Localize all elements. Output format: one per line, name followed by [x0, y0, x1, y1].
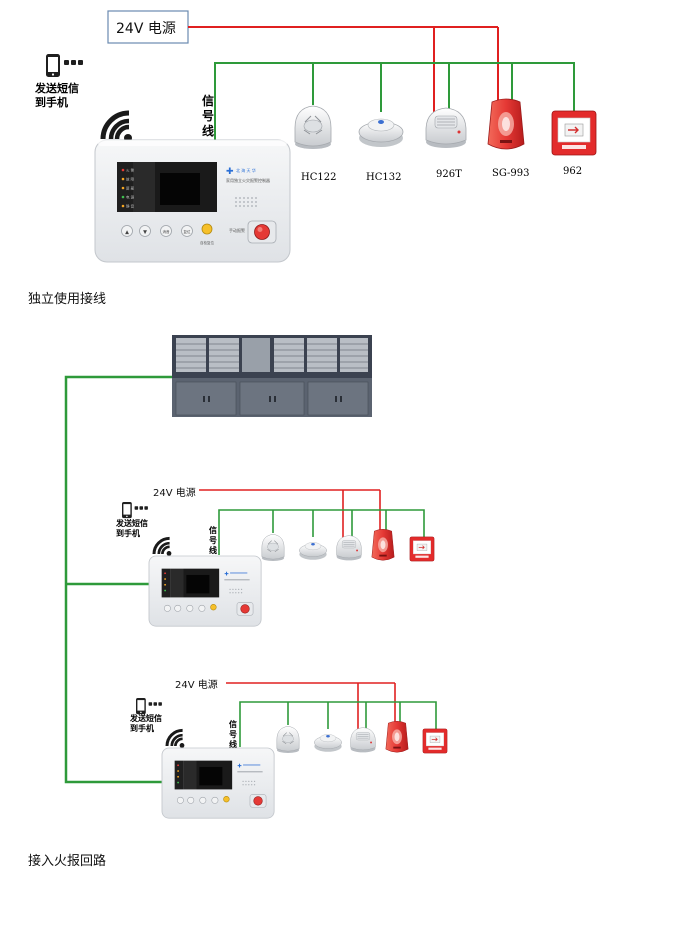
siren-sg993-icon [487, 98, 525, 150]
unit1-control-panel: ✚ [148, 555, 262, 627]
fire-alarm-cabinet [172, 335, 372, 417]
unit2-siren-icon [385, 720, 409, 753]
signal-wiring [214, 62, 575, 140]
unit2-signal-label-3: 线 [229, 739, 237, 749]
unit2-control-panel: ✚ [161, 747, 275, 819]
wifi-icon [103, 113, 132, 142]
unit2-signal-label-2: 号 [229, 730, 237, 739]
svg-text:✚: ✚ [224, 572, 229, 578]
svg-text:▲: ▲ [125, 230, 129, 236]
power-wiring [188, 26, 499, 115]
standalone-wiring-caption: 独立使用接线 [28, 292, 107, 307]
svg-text:电 源: 电 源 [126, 195, 135, 200]
bottom-section: 24V 电源 信 号 线 发送短信 到手机 [64, 335, 448, 819]
down-key[interactable] [139, 225, 151, 237]
power-label: 24V 电源 [116, 21, 176, 37]
unit2-signal-label-1: 信 [229, 719, 237, 729]
signal-label-1: 信 [202, 93, 214, 108]
unit2-detector-hc132-icon [314, 734, 342, 753]
device-label-926t: 926T [436, 169, 462, 180]
unit1-detector-926t-icon [336, 535, 362, 561]
svg-text:火 警: 火 警 [126, 168, 135, 173]
unit2-phone-icon [136, 698, 162, 715]
unit1-signal-label-2: 号 [209, 536, 217, 545]
svg-text:屏 蔽: 屏 蔽 [126, 186, 135, 191]
unit1-wifi-icon [152, 536, 173, 558]
signal-label-3: 线 [202, 123, 214, 138]
panel-brand-icon: ✚ [226, 167, 234, 177]
panel-keys: ▲ ▼ 消音 复位 自检复位 [121, 223, 214, 245]
loop-bus [64, 375, 172, 784]
panel-brand: 北 海 天 华 [236, 167, 256, 173]
unit1-power-label: 24V 电源 [153, 486, 196, 499]
panel-device-name: 家用独立火灾报警控制器 [226, 177, 270, 183]
speaker-grille [235, 197, 257, 207]
call-point-962-icon [551, 110, 597, 156]
manual-alarm-button[interactable] [254, 224, 270, 240]
device-label-hc132: HC132 [366, 172, 401, 183]
alarm-caption: 手动报警 [229, 227, 245, 233]
top-section: 24V 电源 信 号 线 发送短信 到手机 [34, 10, 597, 263]
device-label-hc122: HC122 [301, 172, 336, 183]
unit1-detector-hc132-icon [299, 542, 327, 561]
svg-text:自检复位: 自检复位 [200, 240, 214, 245]
svg-text:复位: 复位 [184, 229, 191, 234]
unit2-call-point-icon [422, 728, 448, 754]
unit2-detector-hc122-icon [276, 726, 300, 754]
unit1-sms-label-2: 到手机 [116, 528, 140, 538]
svg-text:故 障: 故 障 [126, 177, 135, 182]
panel-indicators: 火 警 故 障 屏 蔽 电 源 静 音 [121, 168, 135, 209]
detector-926t-icon [425, 107, 467, 149]
unit2-power-label: 24V 电源 [175, 678, 218, 691]
unit2-wifi-icon [165, 728, 186, 750]
svg-text:▼: ▼ [143, 230, 147, 236]
signal-label-2: 号 [202, 108, 214, 123]
unit1-phone-icon [122, 502, 148, 519]
sms-label-line2: 到手机 [35, 95, 68, 109]
unit1-signal-label-3: 线 [209, 545, 217, 555]
device-label-962: 962 [563, 166, 582, 177]
mute-key[interactable] [160, 225, 172, 237]
unit-1: 24V 电源 信 号 线 发送短信 到手机 [115, 486, 435, 627]
sms-label-line1: 发送短信 [34, 81, 79, 95]
svg-text:消音: 消音 [163, 229, 170, 234]
device-label-sg993: SG-993 [492, 168, 530, 179]
unit1-call-point-icon [409, 536, 435, 562]
unit1-detector-hc122-icon [261, 534, 285, 562]
power-label-box [107, 10, 189, 44]
unit2-sms-label-2: 到手机 [130, 723, 154, 733]
phone-icon [46, 54, 83, 77]
fire-loop-caption: 接入火报回路 [28, 854, 107, 869]
unit1-sms-label-1: 发送短信 [115, 518, 148, 528]
unit2-sms-label-1: 发送短信 [129, 713, 162, 723]
svg-text:✚: ✚ [237, 764, 242, 770]
detector-hc132-icon [358, 118, 404, 148]
detector-hc122-icon [294, 105, 332, 150]
control-panel: 火 警 故 障 屏 蔽 电 源 静 音 ✚ 北 海 天 华 家用独立火灾报警控制… [94, 139, 291, 263]
up-key[interactable] [121, 225, 133, 237]
unit1-signal-label-1: 信 [209, 525, 217, 535]
unit-2: 24V 电源 信 号 线 发送短信 到手机 [129, 678, 448, 819]
self-check-key[interactable] [201, 223, 213, 235]
unit2-detector-926t-icon [350, 727, 376, 753]
unit1-siren-icon [371, 528, 395, 561]
svg-text:静 音: 静 音 [126, 204, 135, 209]
reset-key[interactable] [181, 225, 193, 237]
